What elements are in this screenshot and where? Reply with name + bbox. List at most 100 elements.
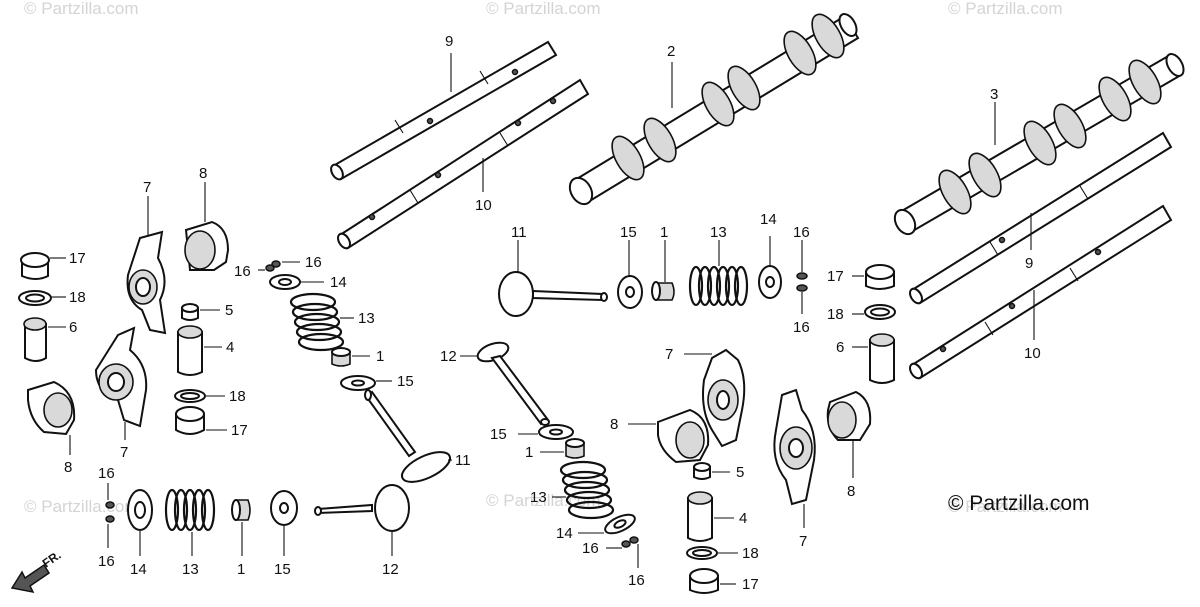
callout-15: 15 (620, 224, 637, 241)
valve-spring-13 (559, 460, 615, 520)
copyright-notice: © Partzilla.com (948, 492, 1090, 515)
roller-8 (27, 380, 76, 436)
callout-4: 4 (226, 339, 234, 356)
callout-8: 8 (610, 416, 618, 433)
valve-seal-1 (231, 499, 251, 521)
lifter-6 (23, 317, 47, 362)
callout-16: 16 (793, 319, 810, 336)
callout-3: 3 (990, 86, 998, 103)
valve-cotter-16 (796, 272, 808, 292)
rocker-arm-7 (126, 230, 167, 335)
watermark: © Partzilla.com (948, 497, 1063, 516)
callout-14: 14 (556, 525, 573, 542)
seal-17 (175, 406, 205, 435)
callout-15: 15 (274, 561, 291, 578)
front-direction-arrow: FR. (10, 548, 64, 594)
rocker-shaft-10-top (337, 78, 590, 250)
callout-7: 7 (665, 346, 673, 363)
spring-seat-15 (617, 275, 643, 309)
camshaft-2 (568, 13, 860, 206)
seal-17 (689, 568, 719, 594)
callout-16: 16 (98, 465, 115, 482)
callout-7: 7 (799, 533, 807, 550)
callout-9: 9 (445, 33, 453, 50)
valve-retainer-14 (127, 489, 153, 531)
valve-12 (314, 484, 410, 532)
roller-8 (657, 408, 710, 464)
callout-16: 16 (234, 263, 251, 280)
callout-5: 5 (225, 302, 233, 319)
callout-2: 2 (667, 43, 675, 60)
callout-10: 10 (475, 197, 492, 214)
callout-13: 13 (182, 561, 199, 578)
valve-spring-13 (289, 292, 345, 352)
roller-8 (826, 390, 872, 441)
rocker-arm-7 (94, 326, 148, 428)
seal-17 (865, 264, 895, 290)
callout-1: 1 (660, 224, 668, 241)
callout-16: 16 (628, 572, 645, 589)
rocker-arm-7 (773, 388, 816, 506)
callout-18: 18 (827, 306, 844, 323)
spring-seat-15 (340, 375, 376, 391)
valve-cotter-16 (105, 501, 115, 523)
callout-15: 15 (490, 426, 507, 443)
o-ring-18-bore (870, 307, 890, 317)
callout-7: 7 (120, 444, 128, 461)
callout-7: 7 (143, 179, 151, 196)
callout-14: 14 (130, 561, 147, 578)
lifter-4 (177, 325, 203, 376)
callout-16: 16 (793, 224, 810, 241)
lifter-6 (869, 333, 895, 384)
rocker-shaft-9-right (909, 131, 1173, 305)
callout-6: 6 (69, 319, 77, 336)
callout-4: 4 (739, 510, 747, 527)
callout-15: 15 (397, 373, 414, 390)
valve-seal-1 (331, 347, 351, 367)
valve-retainer-14 (269, 274, 301, 290)
spring-seat-15 (270, 490, 298, 526)
camshaft-3 (893, 53, 1185, 236)
valve-spring-13 (164, 488, 216, 532)
spring-seat-15 (538, 424, 574, 440)
callout-6: 6 (836, 339, 844, 356)
valve-11 (498, 271, 608, 317)
callout-9: 9 (1025, 255, 1033, 272)
cap-5 (693, 462, 711, 480)
callout-18: 18 (69, 289, 86, 306)
callout-14: 14 (330, 274, 347, 291)
roller-8 (184, 220, 230, 271)
callout-8: 8 (199, 165, 207, 182)
rocker-shaft-10-right (909, 204, 1173, 380)
watermark: © Partzilla.com (24, 497, 139, 516)
callout-17: 17 (742, 576, 759, 593)
rocker-shaft-9-top (330, 40, 558, 181)
watermark: © Partzilla.com (486, 0, 601, 18)
callout-12: 12 (382, 561, 399, 578)
watermark: © Partzilla.com (24, 0, 139, 18)
callout-1: 1 (525, 444, 533, 461)
callout-12: 12 (440, 348, 457, 365)
callout-17: 17 (231, 422, 248, 439)
callout-13: 13 (358, 310, 375, 327)
callout-1: 1 (376, 348, 384, 365)
o-ring-18-bore (692, 549, 712, 557)
valve-11 (364, 389, 452, 483)
callout-16: 16 (582, 540, 599, 557)
callout-14: 14 (760, 211, 777, 228)
callout-16: 16 (98, 553, 115, 570)
valve-cotter-16 (265, 260, 281, 272)
valve-seal-1 (565, 438, 585, 459)
callout-10: 10 (1024, 345, 1041, 362)
rocker-arm-7 (702, 348, 746, 448)
watermark: © Partzilla.com (948, 0, 1063, 18)
valve-retainer-14 (604, 513, 636, 535)
valve-spring-13 (688, 265, 749, 307)
callout-17: 17 (827, 268, 844, 285)
callout-11: 11 (455, 452, 471, 469)
callout-11: 11 (511, 224, 527, 241)
callout-18: 18 (742, 545, 759, 562)
seal-17 (20, 252, 50, 280)
callout-8: 8 (64, 459, 72, 476)
